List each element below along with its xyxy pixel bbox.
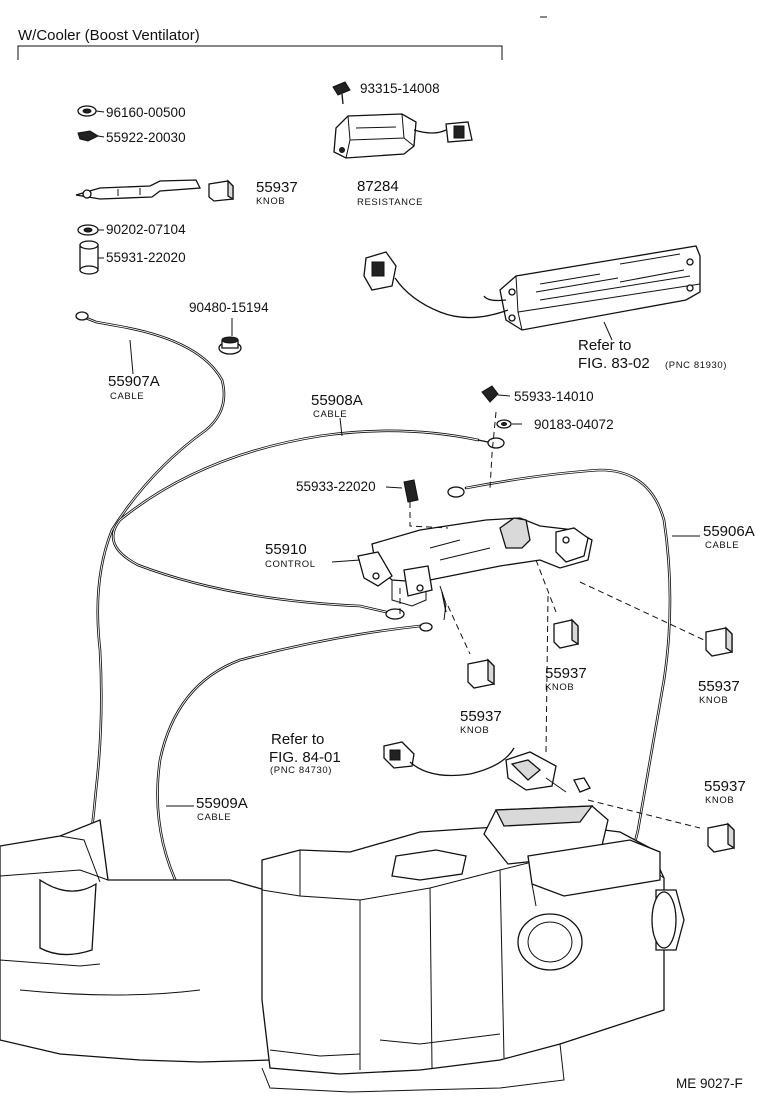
part-55937-center-name: KNOB [460, 725, 489, 736]
part-55907a-number: 55907A [108, 373, 160, 390]
resistance-87284-icon [333, 113, 473, 159]
part-55937-lower-number: 55937 [704, 778, 746, 795]
ref-fig8401-pnc: (PNC 84730) [270, 765, 332, 776]
control-55910-icon [357, 517, 593, 621]
leader-55910 [331, 559, 361, 563]
part-55937-middle-name: KNOB [545, 682, 574, 693]
clip-55933-22020-icon [403, 479, 419, 503]
bushing-55931-icon [79, 240, 99, 275]
washer-90202-icon [77, 224, 99, 236]
part-93315-number: 93315-14008 [360, 81, 440, 96]
part-55906a-number: 55906A [703, 523, 755, 540]
part-55937-center-number: 55937 [460, 708, 502, 725]
knob-lower-icon [707, 822, 735, 853]
switch-connector-icon [383, 741, 591, 793]
part-55910-number: 55910 [265, 541, 307, 558]
part-55908a-number: 55908A [311, 392, 363, 409]
part-55937-lower-name: KNOB [705, 795, 734, 806]
knob-center-icon [467, 658, 495, 689]
leader-55922 [97, 135, 105, 138]
part-90183-number: 90183-04072 [534, 417, 614, 432]
part-87284-name: RESISTANCE [357, 197, 423, 208]
part-87284-number: 87284 [357, 178, 399, 195]
leader-fig8302 [603, 321, 613, 341]
part-55937-right-name: KNOB [699, 695, 728, 706]
part-55937-top-number: 55937 [256, 179, 298, 196]
part-96160-number: 96160-00500 [106, 105, 186, 120]
part-90480-number: 90480-15194 [189, 300, 269, 315]
part-55937-top-name: KNOB [256, 196, 285, 207]
ref-fig8302-line2: FIG. 83-02 [578, 355, 650, 372]
part-55937-middle-number: 55937 [545, 665, 587, 682]
clip-55922-icon [77, 130, 100, 142]
knob-middle-icon [553, 618, 579, 649]
part-55910-name: CONTROL [265, 559, 316, 570]
part-55933-14010-number: 55933-14010 [514, 389, 594, 404]
part-90202-number: 90202-07104 [106, 222, 186, 237]
lever-bracket-icon [75, 179, 202, 200]
ref-fig8401-line2: FIG. 84-01 [269, 749, 341, 766]
part-55933-22020-number: 55933-22020 [296, 479, 376, 494]
washer-90183-icon [496, 419, 512, 429]
leader-55908a [339, 417, 343, 437]
diagram-code: ME 9027-F [676, 1076, 743, 1091]
ref-fig8401-line1: Refer to [271, 731, 324, 748]
diagram-title: W/Cooler (Boost Ventilator) [18, 27, 200, 44]
title-bracket [17, 45, 503, 60]
assembly-dashed-lines [399, 411, 705, 829]
part-55906a-name: CABLE [705, 540, 739, 551]
grommet-90480-icon [218, 336, 242, 355]
ref-fig8302-line1: Refer to [578, 337, 631, 354]
part-55908a-name: CABLE [313, 409, 347, 420]
part-55922-number: 55922-20030 [106, 130, 186, 145]
blower-switch-unit-icon [363, 245, 701, 331]
bolt-93315-icon [332, 81, 351, 105]
heater-housing-icon [0, 805, 685, 1093]
leader-55933-22020 [385, 486, 403, 489]
part-55909a-name: CABLE [197, 812, 231, 823]
leader-55907a [129, 339, 134, 375]
cable-55906a-icon [447, 468, 672, 932]
part-55907a-name: CABLE [110, 391, 144, 402]
part-55937-right-number: 55937 [698, 678, 740, 695]
leader-55933-14010 [497, 394, 511, 397]
knob-right-icon [705, 626, 733, 657]
washer-96160-icon [77, 105, 97, 117]
knob-icon [208, 179, 234, 202]
clip-55933-14010-icon [481, 385, 499, 403]
part-55909a-number: 55909A [196, 795, 248, 812]
part-55931-number: 55931-22020 [106, 250, 186, 265]
leader-96160 [95, 110, 105, 113]
ref-fig8302-pnc: (PNC 81930) [665, 360, 727, 371]
